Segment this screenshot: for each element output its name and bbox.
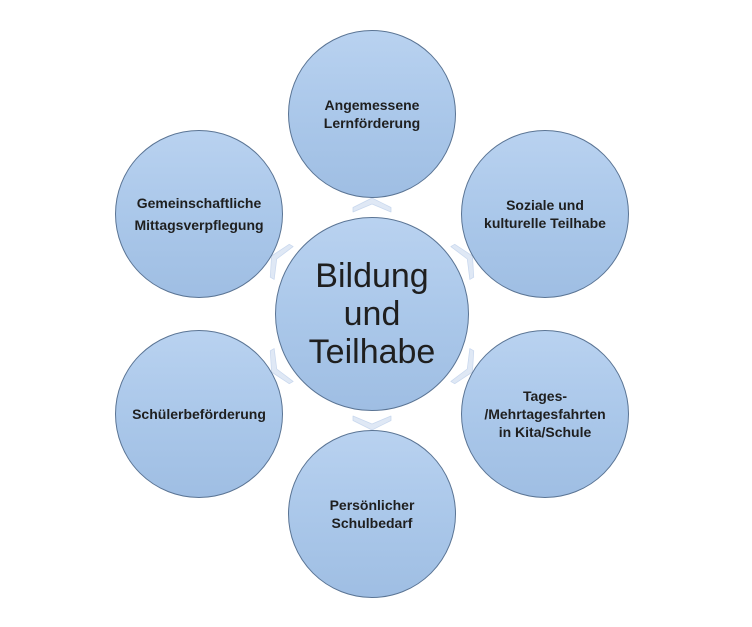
connector-arrow-bottom-left (269, 348, 294, 385)
node-angemessene-lernfoerderung: Angemessene Lernförderung (288, 30, 456, 198)
node-label-line: Mittagsverpflegung (134, 217, 264, 233)
node-label-line: Lernförderung (323, 115, 421, 131)
node-label-line: Soziale und (506, 196, 584, 213)
node-label-line: kulturelle Teilhabe (484, 215, 606, 231)
node-label-line: Schulbedarf (331, 515, 413, 531)
node-label-line: in Kita/Schule (498, 424, 592, 441)
node-gemeinschaftliche-mittagsverpflegung: Gemeinschaftliche Mittagsverpflegung (115, 130, 283, 298)
center-label-line: Teilhabe (308, 333, 436, 372)
node-soziale-kulturelle-teilhabe: Soziale und kulturelle Teilhabe (461, 130, 629, 298)
center-label-line: Bildung (315, 256, 429, 295)
node-label-line: Tages- (522, 387, 568, 404)
center-label-line: und (343, 294, 401, 333)
node-label-line: /Mehrtagesfahrten (484, 405, 606, 422)
connector-arrow-top-right (450, 243, 475, 280)
node-schuelerbefoerderung: Schülerbeförderung (115, 330, 283, 498)
node-bildung-und-teilhabe: Bildung und Teilhabe (275, 217, 469, 411)
node-label-line: Schülerbeförderung (132, 405, 266, 422)
node-label-line: Angemessene (324, 96, 420, 113)
connector-arrow-top (352, 197, 392, 213)
node-label-line: Gemeinschaftliche (136, 194, 262, 211)
node-label-line: Persönlicher (329, 496, 415, 513)
connector-arrow-bottom-right (450, 348, 475, 385)
node-tages-mehrtagesfahrten: Tages- /Mehrtagesfahrten in Kita/Schule (461, 330, 629, 498)
connector-arrow-top-left (269, 243, 294, 280)
connector-arrow-bottom (352, 415, 392, 431)
node-persoenlicher-schulbedarf: Persönlicher Schulbedarf (288, 430, 456, 598)
